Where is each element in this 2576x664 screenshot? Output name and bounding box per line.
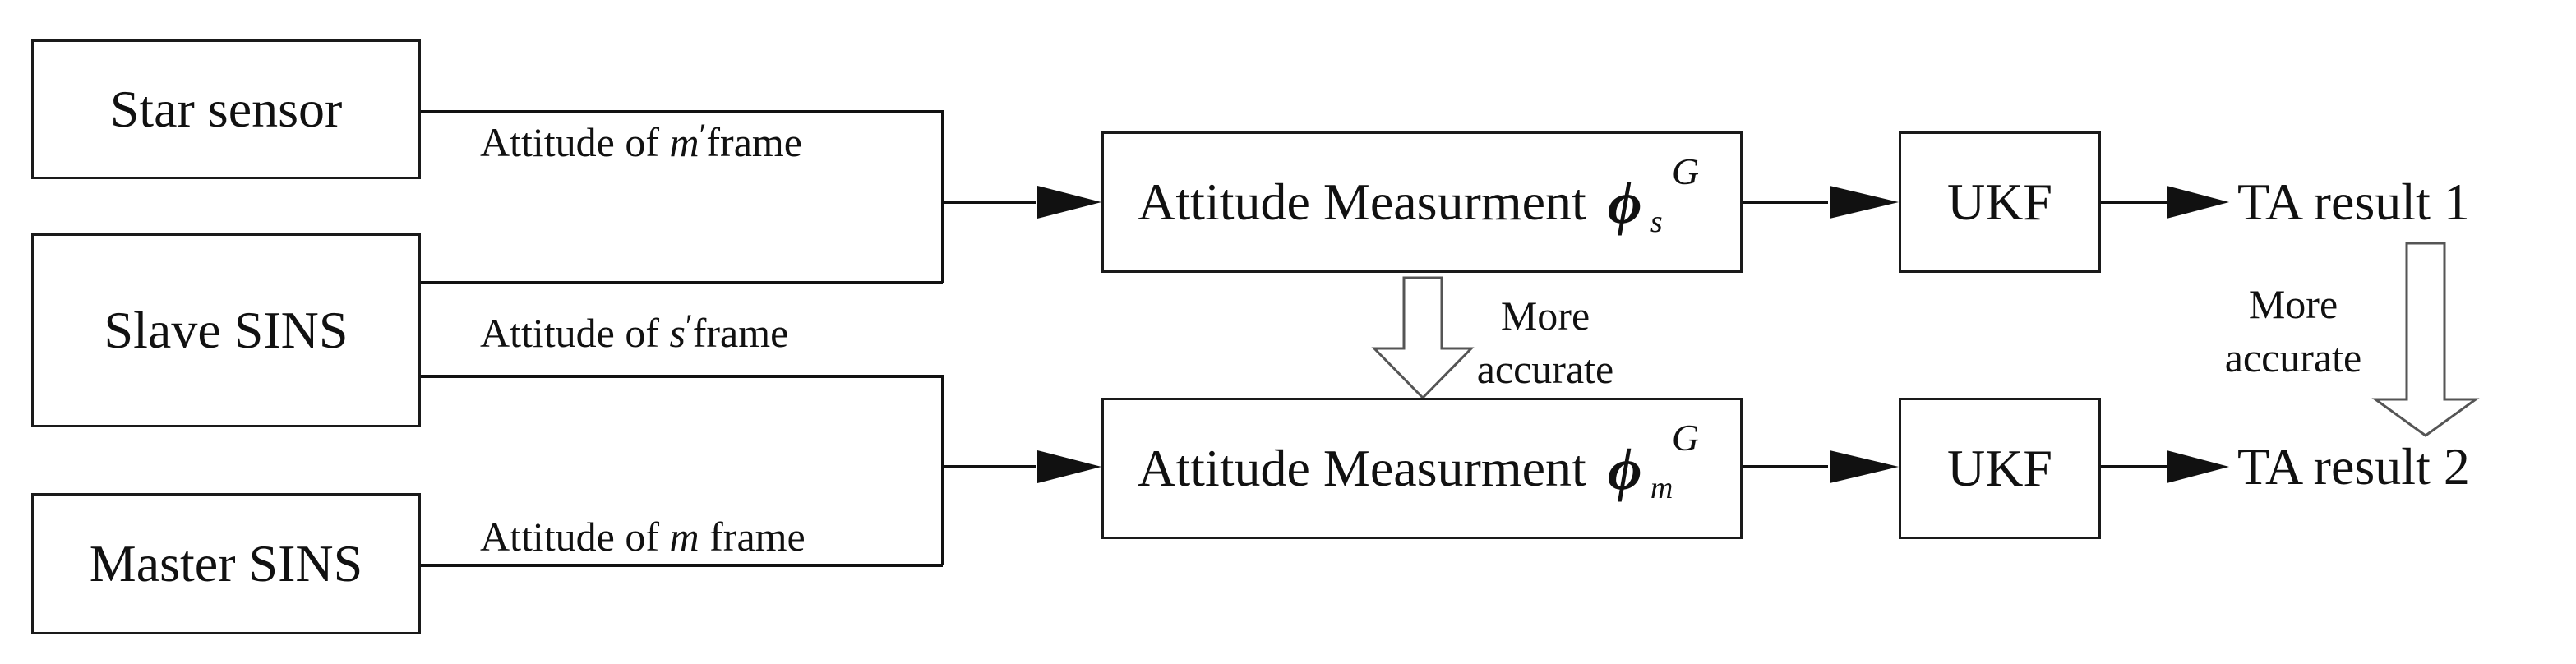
edge-label-star-sensor: Attitude of m′frame — [480, 117, 802, 165]
measurement-top-label: Attitude Measurment — [1138, 173, 1586, 231]
attitude-measurement-bottom-box: Attitude Measurment ϕ m G — [1101, 398, 1743, 539]
edge-star-sensor-line — [421, 110, 944, 283]
attitude-measurement-top-box: Attitude Measurment ϕ s G — [1101, 131, 1743, 273]
master-sins-label: Master SINS — [89, 534, 363, 593]
ukf-top-label: UKF — [1946, 173, 2053, 231]
arrowhead-bottom-result — [2167, 450, 2229, 483]
master-sins-box: Master SINS — [31, 493, 421, 634]
ukf-bottom-box: UKF — [1899, 398, 2101, 539]
slave-sins-box: Slave SINS — [31, 233, 421, 427]
arrowhead-bottom-measurement — [1037, 450, 1101, 483]
more-accurate-right: More accurate — [2224, 281, 2362, 380]
arrowhead-top-result — [2167, 186, 2229, 219]
edge-label-slave-sins: Attitude of s′frame — [480, 307, 789, 356]
edge-slave-sins-lower-line — [421, 375, 944, 565]
ukf-top-box: UKF — [1899, 131, 2101, 273]
more-accurate-middle: More accurate — [1476, 293, 1614, 392]
edge-label-master-sins: Attitude of m frame — [480, 514, 806, 560]
measurement-bottom-label: Attitude Measurment — [1138, 439, 1586, 497]
hollow-arrow-middle — [1371, 276, 1475, 400]
hollow-arrow-right — [2371, 242, 2480, 437]
ta-result-1: TA result 1 — [2237, 173, 2470, 231]
phi-m-symbol: ϕ m G — [1607, 417, 1700, 505]
slave-sins-label: Slave SINS — [104, 301, 349, 359]
arrowhead-bottom-ukf — [1830, 450, 1899, 483]
star-sensor-box: Star sensor — [31, 39, 421, 179]
arrowhead-top-ukf — [1830, 186, 1899, 219]
ta-result-2: TA result 2 — [2237, 437, 2470, 496]
arrowhead-top-measurement — [1037, 186, 1101, 219]
phi-s-symbol: ϕ s G — [1607, 150, 1700, 239]
star-sensor-label: Star sensor — [109, 80, 343, 138]
ukf-bottom-label: UKF — [1946, 439, 2053, 497]
